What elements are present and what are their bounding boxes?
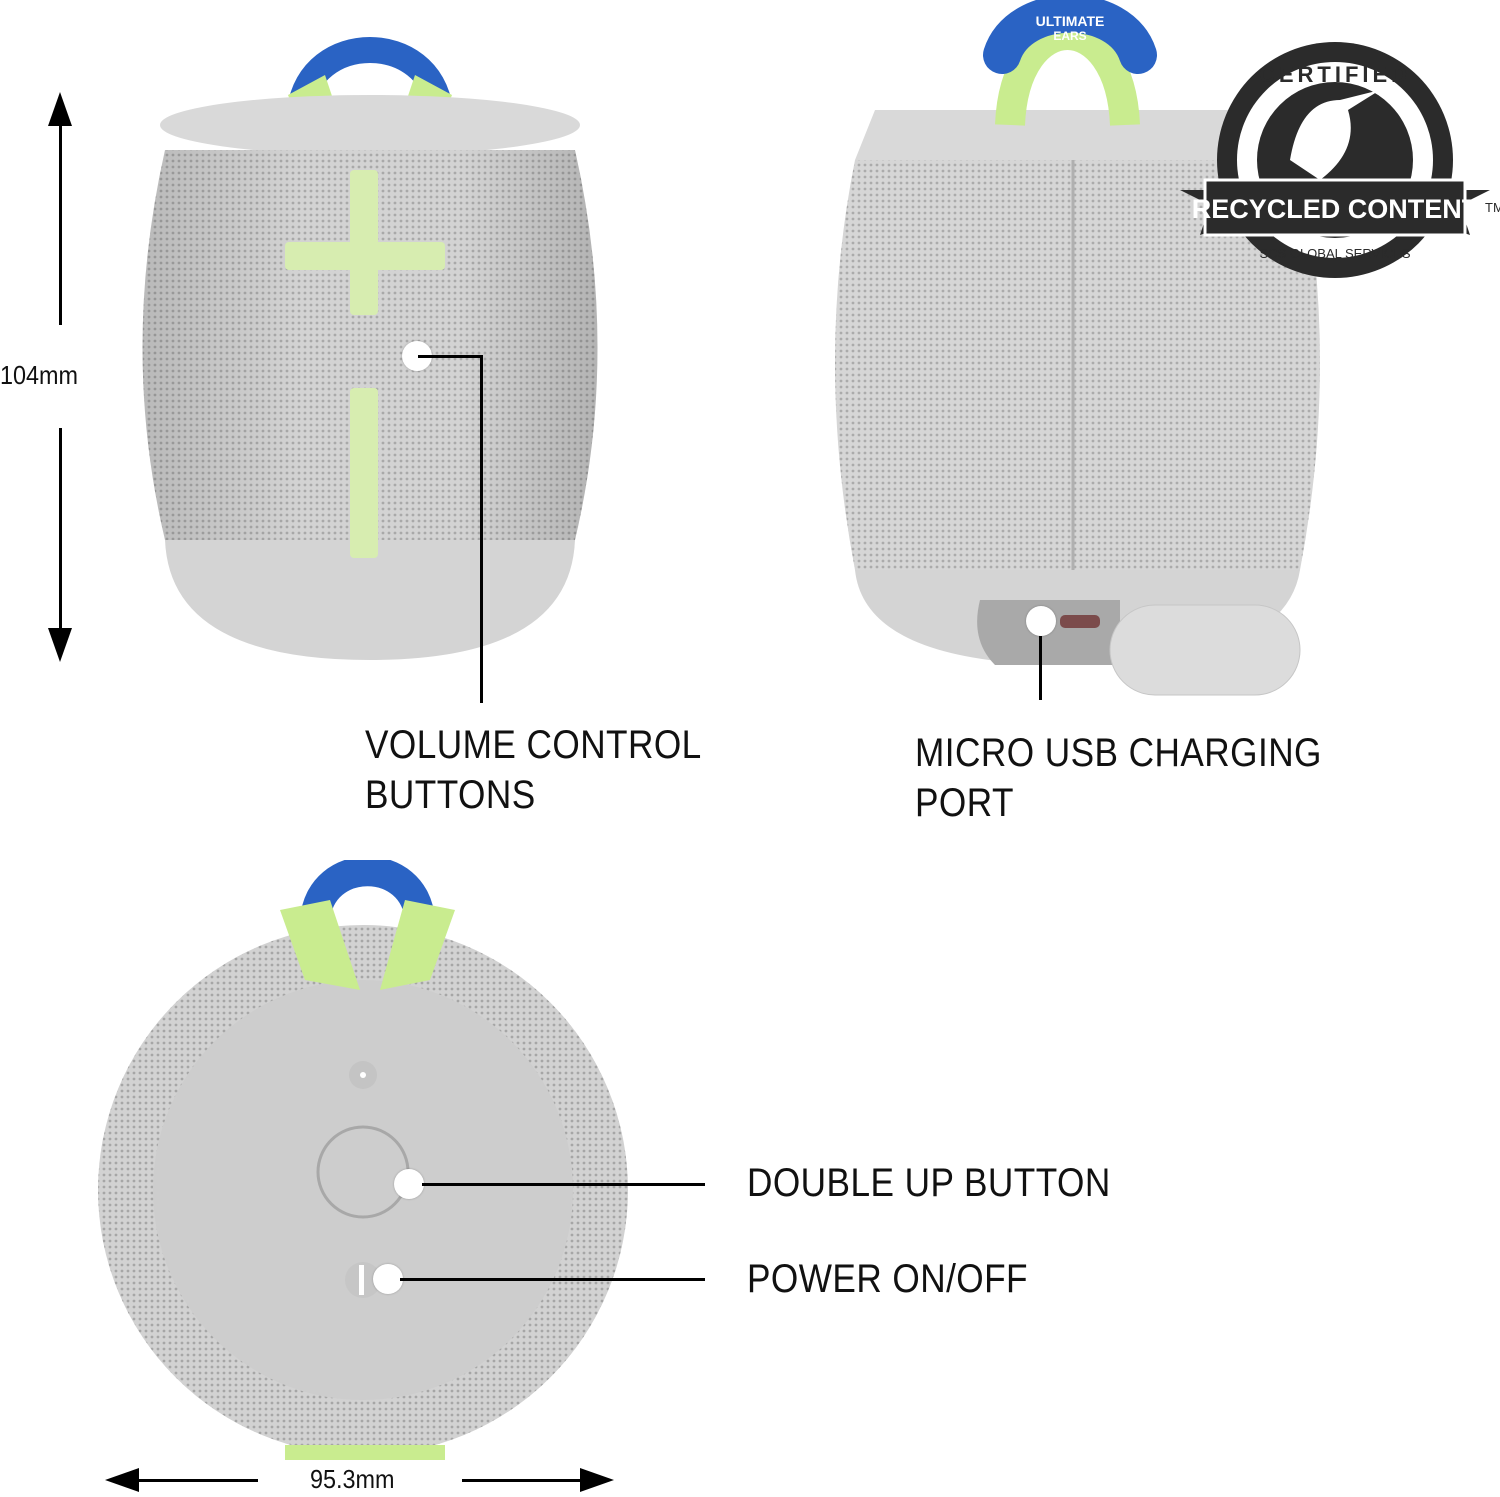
recycled-content-badge: RECYCLED CONTENT CERTIFIED SCS GLOBAL SE… (1180, 42, 1500, 278)
bottom-speaker-view (98, 860, 628, 1460)
power-callout-label: POWER ON/OFF (747, 1257, 1029, 1301)
width-dimension-label: 95.3mm (310, 1464, 395, 1494)
badge-bottom-text: SCS GLOBAL SERVICES (1259, 246, 1410, 261)
usb-callout-dot (1026, 606, 1056, 636)
strap-logo-line1: ULTIMATE (1036, 13, 1105, 29)
height-line-bottom (59, 428, 62, 633)
badge-trademark: TM (1485, 200, 1500, 215)
width-line-left (135, 1479, 258, 1482)
front-speaker-view (142, 37, 598, 660)
usb-callout-label-1: MICRO USB CHARGING (915, 731, 1322, 775)
width-arrow-left (105, 1468, 139, 1492)
power-callout-dot (373, 1264, 403, 1294)
usb-callout-line (1039, 636, 1042, 700)
double-up-callout-line (422, 1183, 705, 1186)
strap-logo-line2: EARS (1053, 29, 1086, 43)
volume-callout-label-1: VOLUME CONTROL (365, 723, 702, 767)
width-line-right (462, 1479, 584, 1482)
volume-callout-line-h (418, 355, 482, 358)
usb-callout-label-2: PORT (915, 781, 1014, 825)
height-arrow-down (48, 628, 72, 662)
power-callout-line (400, 1278, 705, 1281)
height-dimension-label: 104mm (0, 360, 79, 390)
double-up-callout-dot (394, 1169, 424, 1199)
height-line-top (59, 120, 62, 325)
badge-ribbon-text: RECYCLED CONTENT (1192, 194, 1479, 224)
volume-callout-label-2: BUTTONS (365, 773, 536, 817)
back-speaker-view: ULTIMATE EARS (835, 0, 1320, 696)
volume-callout-line-v (480, 355, 483, 703)
width-arrow-right (580, 1468, 614, 1492)
double-up-callout-label: DOUBLE UP BUTTON (747, 1161, 1111, 1205)
badge-top-text: CERTIFIED (1259, 62, 1411, 87)
